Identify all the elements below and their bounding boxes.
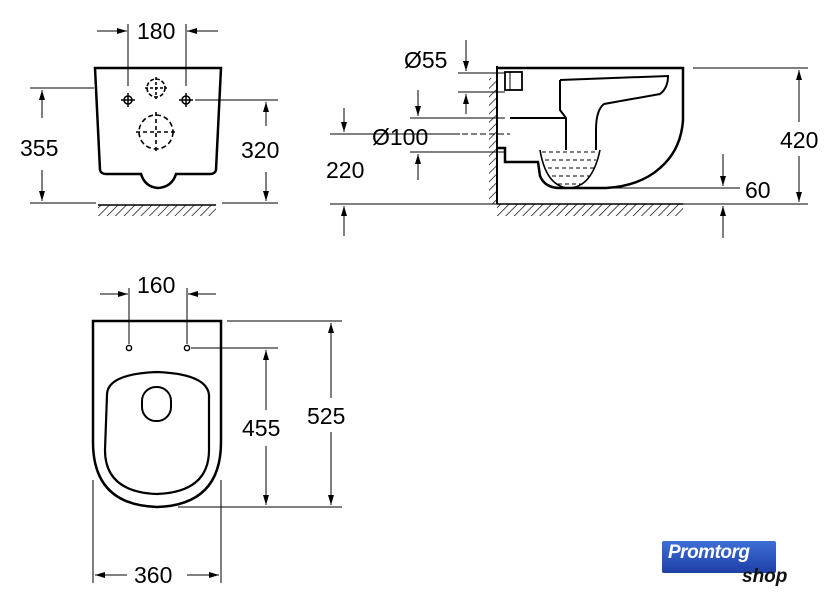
dim-525: 525: [307, 403, 345, 429]
dim-180: 180: [137, 18, 175, 44]
front-view-outline: [93, 66, 223, 190]
logo-brand: Promtorg: [668, 542, 750, 563]
dim-420: 420: [780, 127, 818, 153]
dim-360: 360: [134, 562, 172, 588]
floor-hatch: [98, 205, 216, 216]
top-view-outline: [91, 319, 223, 509]
dim-d55: Ø55: [404, 47, 447, 73]
wall-hatch: [489, 78, 497, 204]
side-view-outline: [497, 66, 685, 190]
floor-hatch-side: [497, 204, 683, 216]
outlet-circle: [136, 112, 176, 152]
dim-455: 455: [242, 415, 280, 441]
inlet-circle: [145, 77, 167, 99]
seat-hole-right: [183, 344, 191, 352]
logo-sub: shop: [742, 566, 788, 587]
dim-220: 220: [326, 157, 364, 183]
dim-355: 355: [20, 135, 58, 161]
side-view: Ø55 Ø100 220 420 60: [326, 40, 818, 238]
mounting-hole-right: [179, 93, 193, 107]
top-view: 160 455 525 360: [91, 272, 345, 588]
logo-badge: [662, 541, 776, 573]
drain-hole: [141, 386, 172, 422]
mounting-hole-left: [121, 93, 135, 107]
front-view: 180 355 320: [20, 18, 279, 216]
bowl-opening: [103, 370, 211, 496]
dim-160: 160: [137, 272, 175, 298]
dim-60: 60: [745, 177, 771, 203]
seat-hole-left: [125, 344, 133, 352]
dim-320: 320: [241, 137, 279, 163]
dim-d100: Ø100: [372, 124, 428, 150]
